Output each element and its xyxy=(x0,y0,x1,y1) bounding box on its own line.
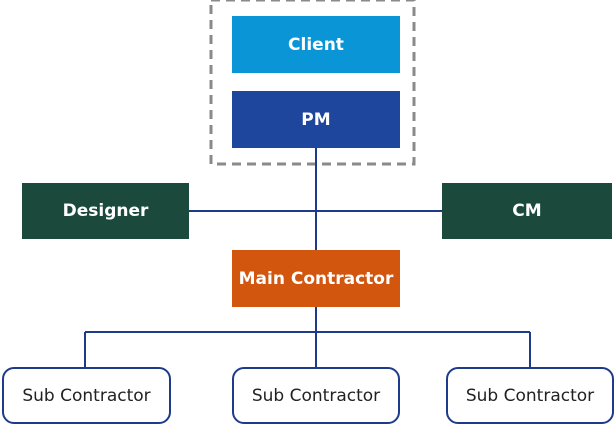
main-contractor-box: Main Contractor xyxy=(232,250,400,307)
sub-contractor-box-2: Sub Contractor xyxy=(232,367,400,424)
sub-contractor-box-1: Sub Contractor xyxy=(2,367,171,424)
sub-contractor-label: Sub Contractor xyxy=(251,385,381,406)
sub-contractor-box-3: Sub Contractor xyxy=(446,367,614,424)
designer-label: Designer xyxy=(62,201,149,221)
pm-box: PM xyxy=(232,91,400,148)
client-box: Client xyxy=(232,16,400,73)
client-label: Client xyxy=(288,34,344,55)
designer-box: Designer xyxy=(22,183,189,239)
pm-label: PM xyxy=(301,109,331,130)
client-pm-group-border xyxy=(209,0,416,166)
sub-contractor-label: Sub Contractor xyxy=(465,385,595,406)
sub-contractor-label: Sub Contractor xyxy=(22,385,151,406)
main-contractor-label: Main Contractor xyxy=(238,268,394,289)
cm-label: CM xyxy=(512,201,542,221)
cm-box: CM xyxy=(442,183,612,239)
